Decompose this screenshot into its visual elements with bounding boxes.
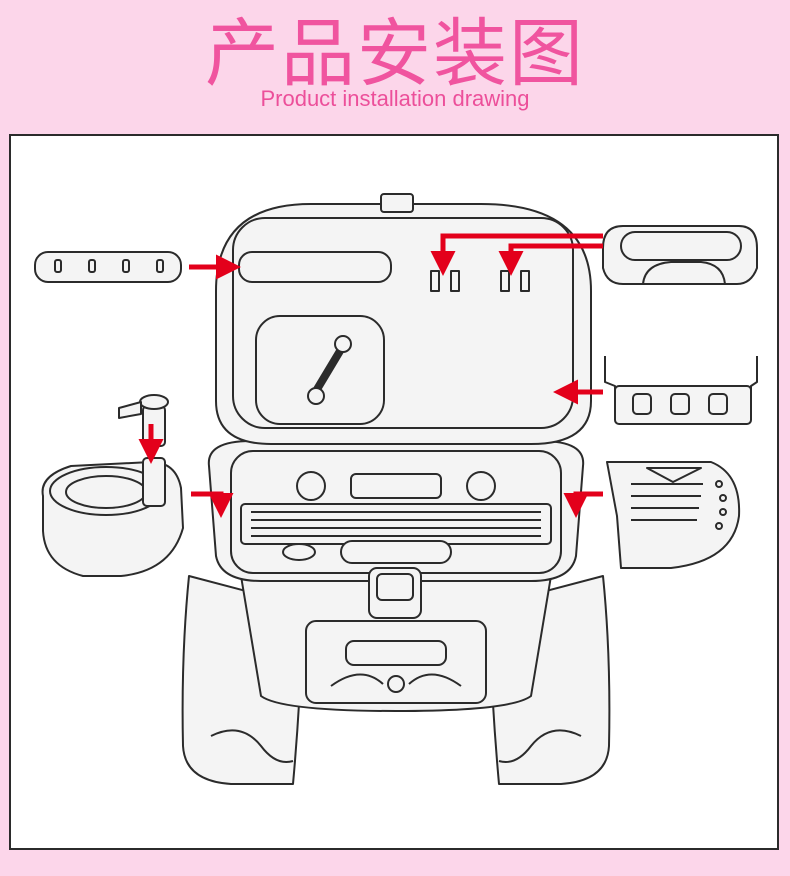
installation-diagram bbox=[34, 193, 758, 785]
arrow-soap-dish-left bbox=[430, 233, 603, 276]
hook-strip-icon bbox=[34, 251, 182, 283]
arrow-sink-basin bbox=[191, 491, 234, 518]
faucet-icon bbox=[118, 394, 169, 447]
page-title: 产品安装图 bbox=[205, 11, 585, 97]
assembly-arrows bbox=[138, 233, 603, 518]
diagram-frame bbox=[9, 134, 779, 850]
arrow-soap-dish-right bbox=[498, 243, 603, 276]
soap-dish-icon bbox=[602, 225, 758, 285]
sink-basin-icon bbox=[41, 457, 184, 577]
side-tray-icon bbox=[606, 461, 741, 569]
page-subtitle: Product installation drawing bbox=[260, 86, 530, 111]
vanity-case-icon bbox=[181, 193, 611, 785]
arrow-side-tray bbox=[563, 491, 603, 518]
storage-shelf-icon bbox=[604, 356, 758, 425]
